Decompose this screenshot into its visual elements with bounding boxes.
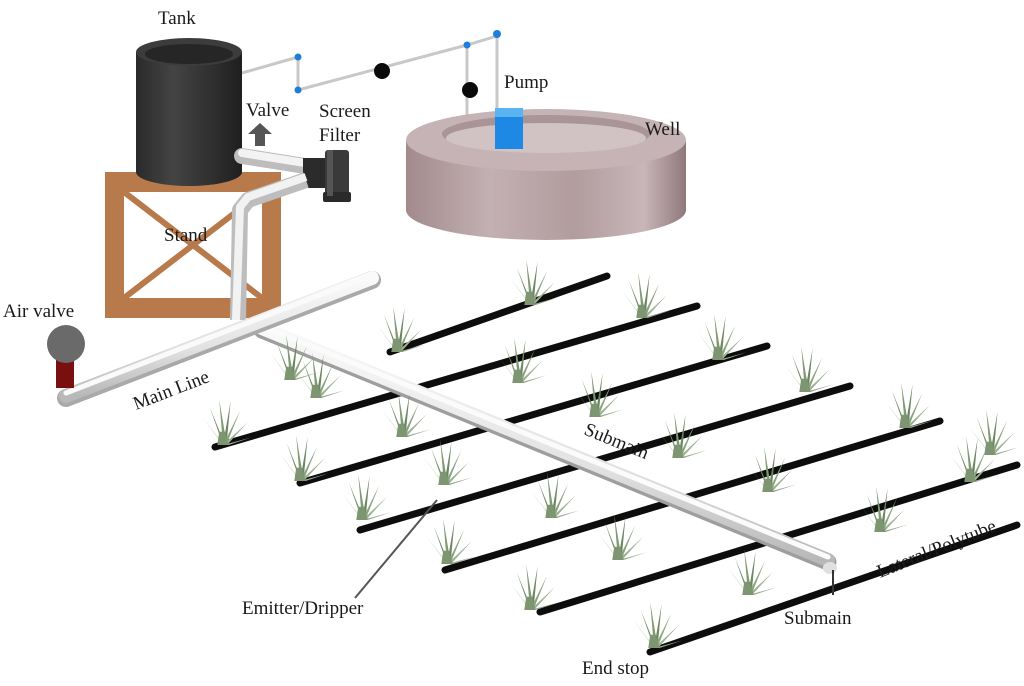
pump-label: Pump <box>504 72 548 93</box>
pump <box>495 108 523 149</box>
wire-joint-icon <box>294 86 302 94</box>
lateral-polytube <box>296 342 771 487</box>
screen-filter-label-line1: Screen <box>319 101 371 122</box>
main-line-pipe <box>57 271 381 407</box>
emitter-pointer-line <box>354 499 438 599</box>
float-switch-icon <box>462 82 478 98</box>
plant-icon <box>509 564 559 610</box>
lateral-label: Lateral/Polytube <box>874 516 999 583</box>
plant-icon <box>784 346 834 392</box>
end-stop-label: End stop <box>582 658 649 679</box>
plant-icon <box>727 549 777 595</box>
plant-icon <box>341 474 391 520</box>
well <box>406 109 686 240</box>
well-label: Well <box>645 119 680 140</box>
tank-label: Tank <box>158 8 196 29</box>
air-valve-label: Air valve <box>3 301 74 322</box>
wire-joint-icon <box>493 30 501 38</box>
plant-icon <box>884 382 934 428</box>
valve-arrow-icon <box>248 123 272 146</box>
lateral-polytube <box>356 382 854 534</box>
float-switch-wiring <box>241 30 501 115</box>
emitter-label: Emitter/Dripper <box>242 598 364 619</box>
stand-label: Stand <box>164 225 208 246</box>
lateral-polytube <box>441 417 944 574</box>
laterals <box>211 272 1021 656</box>
wire-joint-icon <box>463 41 471 49</box>
wire-joint-icon <box>294 53 302 61</box>
lateral-polytube <box>386 272 611 356</box>
valve-label: Valve <box>246 100 289 121</box>
lateral-polytube <box>211 302 701 451</box>
tank-outlet-pipe <box>234 148 313 174</box>
air-valve <box>47 325 85 388</box>
submain-pipe <box>253 321 837 574</box>
plant-icon <box>621 272 671 318</box>
screen-filter <box>303 150 351 202</box>
filter-down-pipe <box>230 172 309 321</box>
float-switch-icon <box>374 63 390 79</box>
screen-filter-label-line2: Filter <box>319 125 361 146</box>
plant-icon <box>426 518 476 564</box>
tank <box>136 38 242 186</box>
submain-end-label: Submain <box>784 608 852 629</box>
